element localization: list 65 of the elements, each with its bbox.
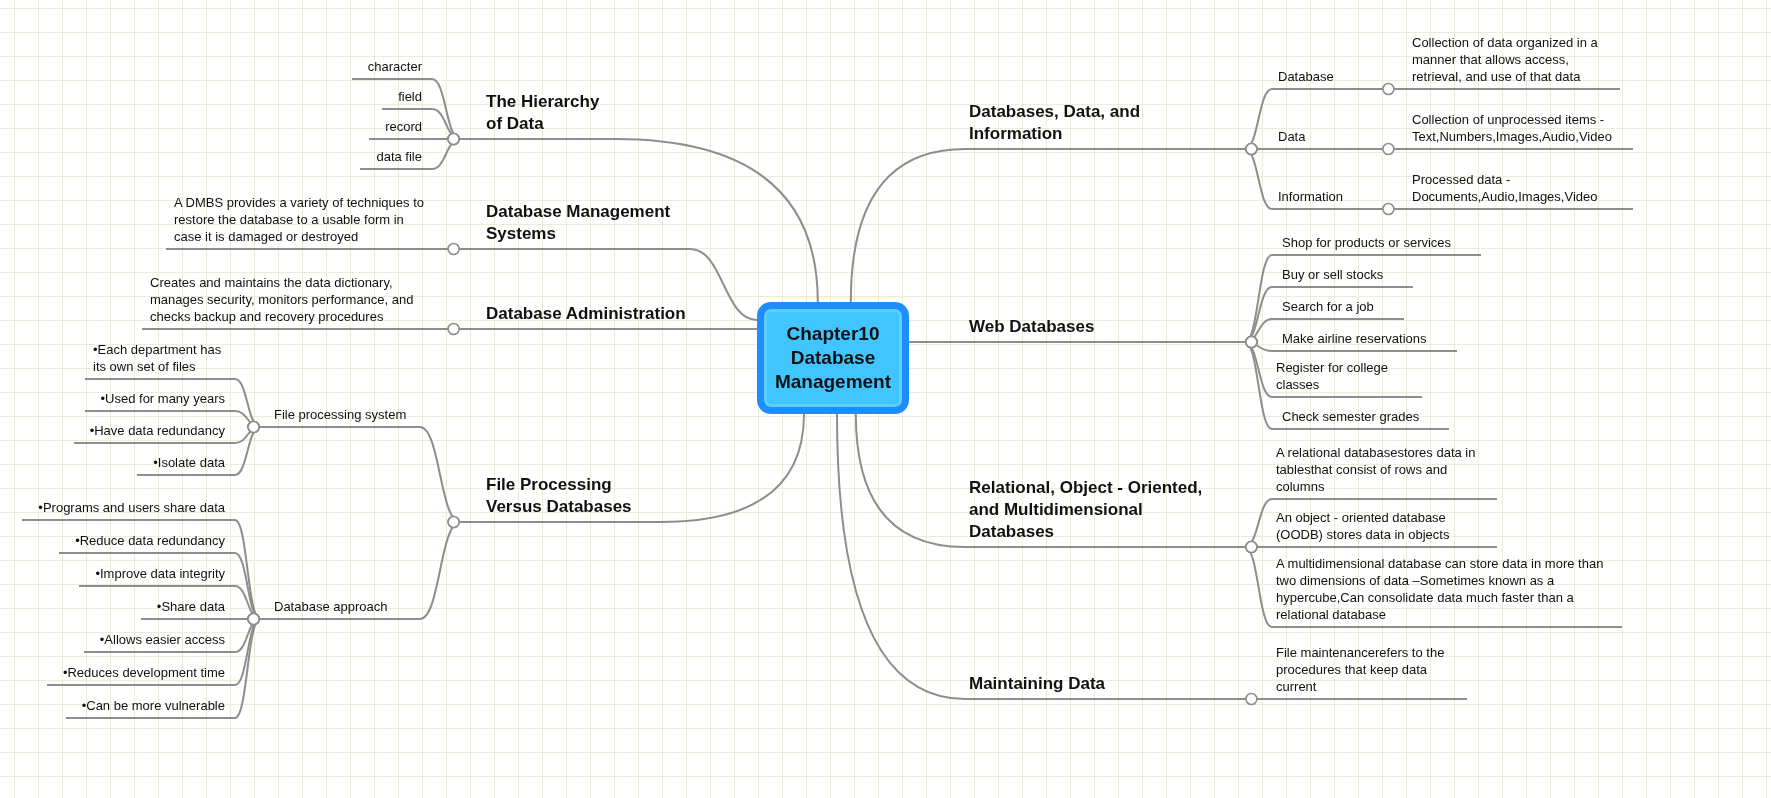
branch-line [1244,144,1273,210]
branch-line [431,133,461,170]
main-topic-label: File Processing Versus Databases [460,474,660,523]
branch-line [1244,692,1273,706]
branch-line [689,248,758,321]
branch-label: Register for college classes [1272,359,1422,398]
branch-label: Database approach [260,598,420,620]
branch-line [1244,543,1273,628]
main-topic-label: Database Management Systems [460,201,690,250]
branch-line [908,341,966,343]
branch-label: •Can be more vulnerable [65,697,235,719]
branch-line [836,413,966,700]
branch-line [234,422,261,476]
branch-label: character [351,58,432,80]
central-topic: Chapter10 Database Management [757,302,909,414]
branch-label: A multidimensional database can store data in more than two dimensions of data –Sometimes known as a hypercube,Can consolidate data much faster than a relational database [1272,555,1622,628]
main-topic-label: Database Administration [460,303,710,330]
branch-line [849,148,966,303]
branch-label: Creates and maintains the data dictionary, manages security, monitors performance, and checks backup and recovery procedures [142,274,432,330]
main-topic-label: Web Databases [965,316,1245,343]
branch-label: •Improve data integrity [79,565,235,587]
branch-label: Search for a job [1272,298,1404,320]
branch-label: Data [1272,128,1382,150]
branch-label: Shop for products or services [1272,234,1482,256]
branch-line [614,138,819,303]
branch-label: Make airline reservations [1272,330,1457,352]
branch-label: •Have data redundancy [73,422,235,444]
branch-label: •Reduces development time [46,664,235,686]
branch-line [431,242,461,256]
branch-label: Check semester grades [1272,408,1450,430]
branch-line [1381,82,1409,96]
main-topic-label: Relational, Object - Oriented, and Multidimensional Databases [965,477,1245,548]
branch-line [419,518,461,620]
main-topic-label: Databases, Data, and Information [965,101,1245,150]
branch-line [854,413,966,548]
main-topic-label: Maintaining Data [965,673,1245,700]
branch-label: data file [360,148,432,170]
branch-label: Buy or sell stocks [1272,266,1414,288]
branch-label: Processed data -Documents,Audio,Images,Video [1408,171,1633,210]
branch-label: File maintenancerefers to the procedures that keep data current [1272,644,1467,700]
branch-line [234,616,261,719]
branch-label: A DMBS provides a variety of techniques to restore the database to a usable form in case it is damaged or destroyed [166,194,432,250]
branch-label: Database [1272,68,1382,90]
branch-label: •Share data [140,598,235,620]
branch-label: •Reduce data redundancy [59,532,235,554]
branch-line [431,322,461,336]
main-topic-label: The Hierarchy of Data [460,91,615,140]
branch-label: field [382,88,432,110]
branch-line [1381,202,1409,216]
branch-label: record [369,118,432,140]
branch-label: Collection of unprocessed items -Text,Numbers,Images,Audio,Video [1408,111,1633,150]
branch-label: File processing system [260,406,420,428]
branch-label: An object - oriented database (OODB) stores data in objects [1272,509,1497,548]
branch-line [1244,338,1273,430]
branch-line [659,413,805,523]
branch-label: •Allows easier access [83,631,235,653]
branch-label: •Programs and users share data [22,499,235,521]
branch-label: •Used for many years [84,390,235,412]
branch-label: •Each department has its own set of files [85,341,235,380]
branch-label: A relational databasestores data in tablesthat consist of rows and columns [1272,444,1497,500]
branch-line [709,328,758,330]
branch-label: Collection of data organized in a manner that allows access, retrieval, and use of that data [1408,34,1620,90]
branch-label: •Isolate data [137,454,235,476]
branch-label: Information [1272,188,1382,210]
branch-line [1381,142,1409,156]
